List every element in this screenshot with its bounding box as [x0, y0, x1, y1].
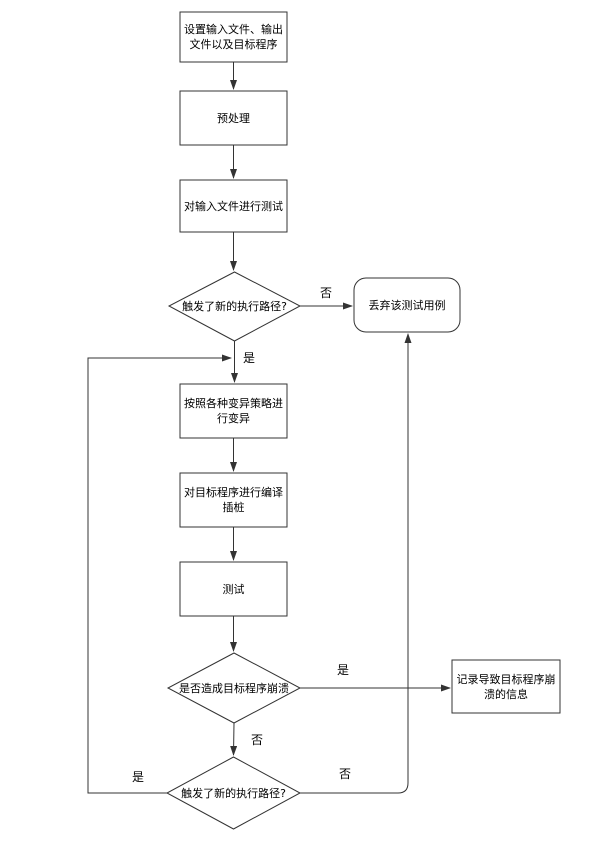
edge-label-crash-no: 否 [251, 733, 264, 747]
node-discard-testcase-shape [353, 277, 461, 333]
edge-label-decision1-yes: 是 [243, 351, 256, 365]
decision-new-path-1-label: 触发了新的执行路径? [182, 300, 287, 313]
node-test-input-shape [179, 179, 288, 233]
node-preprocess-label: 预处理 [217, 111, 250, 125]
decision-crash-check-label: 是否造成目标程序崩溃 [179, 681, 289, 695]
node-preprocess-shape [179, 90, 288, 146]
edge-decision2b-yes-loop-left [87, 354, 232, 794]
node-record-crash-label: 记录导致目标程序崩溃的信息 [456, 672, 556, 701]
edge-label-decision2b-no: 否 [339, 767, 352, 781]
edge-crash-no-to-decision2b [230, 722, 238, 756]
node-test-input-label: 对输入文件进行测试 [184, 199, 283, 213]
node-test-shape [179, 561, 288, 617]
node-setup-label: 设置输入文件、输出文件以及目标程序 [184, 23, 283, 51]
edge-label-crash-yes: 是 [337, 663, 350, 677]
node-test-label: 测试 [222, 582, 245, 596]
node-record-crash-shape [451, 659, 561, 714]
node-mutate-label: 按照各种变异策略进行变异 [184, 397, 283, 425]
decision-new-path-2-label: 触发了新的执行路径? [181, 786, 286, 800]
edge-label-decision1-no: 否 [320, 286, 333, 300]
node-mutate-shape [179, 383, 288, 439]
edge-decision2b-no-loop-to-discard [300, 333, 412, 794]
node-discard-testcase-label: 丢弃该测试用例 [368, 298, 446, 312]
node-compile-instrument-label: 对目标程序进行编译插桩 [184, 486, 283, 514]
decision-new-path-1-shape [167, 271, 302, 342]
decision-new-path-2-shape [165, 756, 302, 830]
edge-label-decision2b-yes: 是 [132, 770, 145, 784]
node-compile-instrument-shape [179, 472, 288, 528]
decision-crash-check-shape [166, 652, 302, 724]
node-setup-shape [179, 11, 288, 63]
